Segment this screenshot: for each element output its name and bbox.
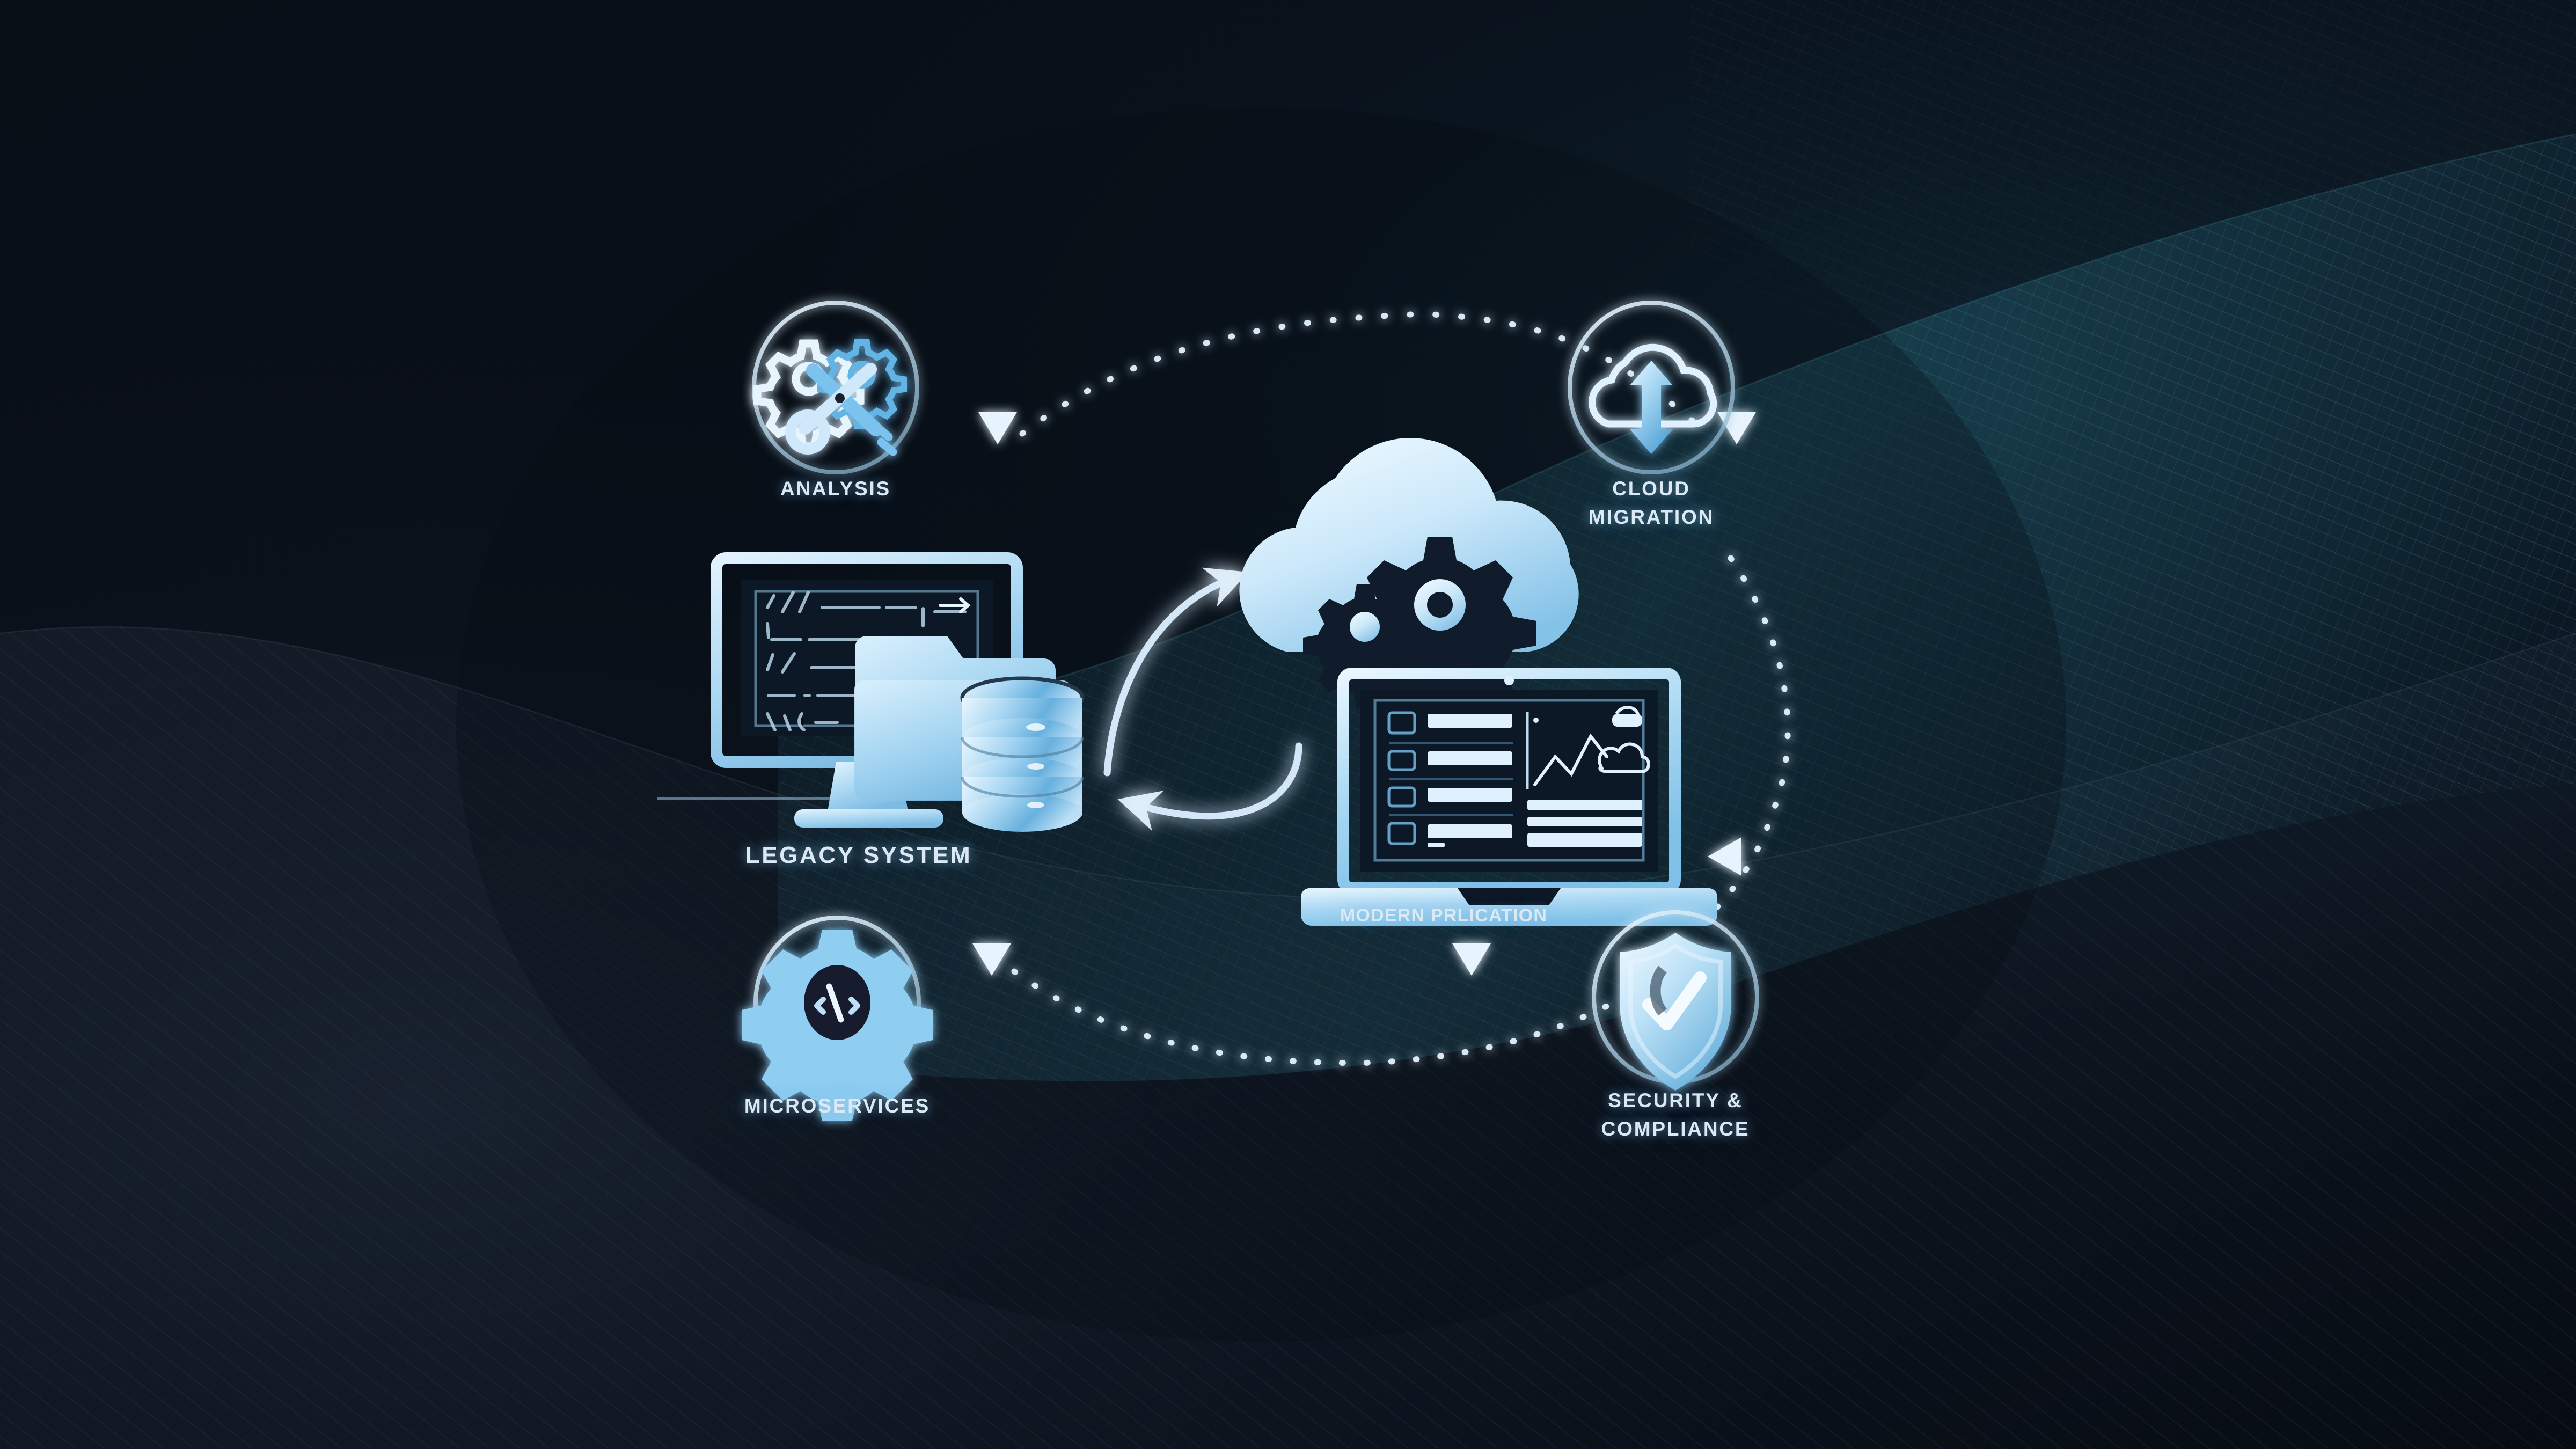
arrowhead-end xyxy=(1708,837,1741,876)
node-cloud-gears[interactable] xyxy=(1239,437,1579,730)
bidirectional-arrow-icon xyxy=(1630,361,1673,454)
connector-arrow-lower xyxy=(1117,742,1302,831)
node-microservices[interactable] xyxy=(742,916,933,1121)
wave-edge-upper xyxy=(778,133,2576,731)
arrowhead-left xyxy=(972,943,1011,976)
cloud-gears-icon xyxy=(1239,437,1579,730)
node-ring xyxy=(1568,301,1735,474)
node-analysis[interactable] xyxy=(752,301,919,474)
node-cloud-migration[interactable] xyxy=(1568,301,1735,474)
node-legacy-system[interactable] xyxy=(657,552,1085,832)
wrench-gear-icon xyxy=(753,339,907,456)
wave-edge-lower xyxy=(0,626,2576,900)
arrowhead-right xyxy=(1452,943,1491,976)
laptop-dashboard-icon xyxy=(1301,668,1717,926)
connector-arrow-upper xyxy=(1103,567,1249,777)
database-icon xyxy=(960,676,1085,832)
connector-arc-right xyxy=(1708,555,1791,916)
connector-arc-bottom xyxy=(972,943,1683,1066)
node-modern-application[interactable] xyxy=(1301,668,1717,926)
dashboard-right-bars xyxy=(1527,800,1642,847)
shield-check-icon xyxy=(1620,933,1731,1091)
gear-code-icon xyxy=(742,930,933,1121)
arrowhead-left xyxy=(978,412,1017,444)
cloud-upload-download-icon xyxy=(1589,343,1717,454)
dashboard-left-rows xyxy=(1387,711,1513,847)
dashboard-chart xyxy=(1526,706,1650,789)
node-security-compliance[interactable] xyxy=(1592,910,1759,1091)
